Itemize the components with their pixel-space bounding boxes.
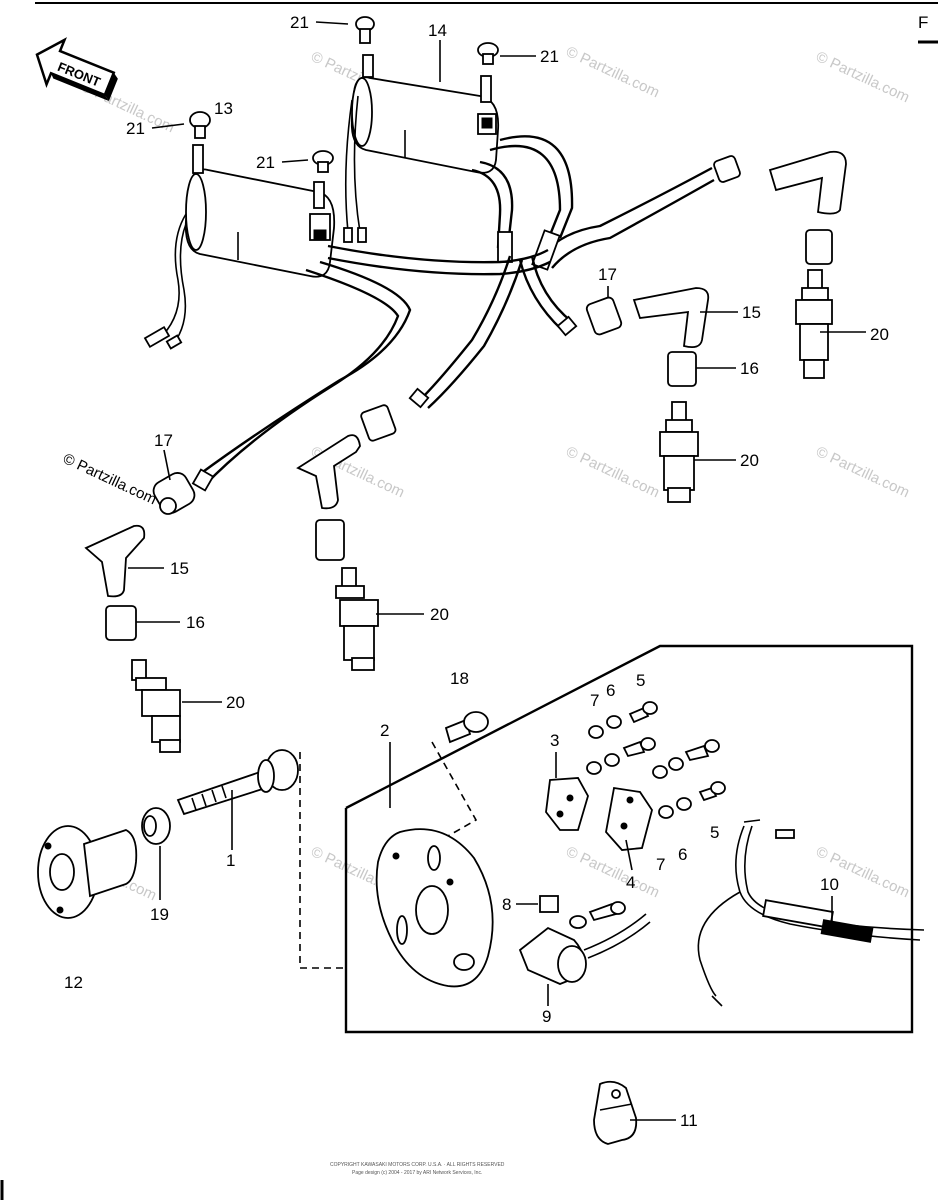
copyright-line-1: COPYRIGHT KAWASAKI MOTORS CORP. U.S.A. ·… [330, 1162, 505, 1168]
callout-13: 13 [214, 99, 233, 118]
callout-11: 11 [680, 1111, 698, 1130]
callout-3: 3 [550, 731, 559, 750]
clamp-11 [593, 1080, 638, 1145]
callout-14: 14 [428, 21, 447, 40]
washer-19 [141, 807, 171, 845]
plug-cap-middle-right [585, 287, 710, 387]
leader-lines [128, 21, 866, 1121]
watermark-text: © Partzilla.com [563, 843, 662, 901]
spark-plug-20 [659, 401, 699, 503]
felt-8 [539, 895, 559, 913]
advancer-bolt-1 [176, 749, 299, 816]
high-tension-leads [143, 95, 715, 492]
callout-21: 21 [126, 119, 145, 138]
callout-21: 21 [290, 13, 309, 32]
watermark-text: © Partzilla.com [563, 443, 662, 501]
plug-cap-17-left [152, 472, 196, 515]
callout-labels: 21 14 21 13 21 21 17 15 16 20 20 17 15 1… [64, 13, 889, 1130]
callout-5: 5 [636, 671, 645, 690]
plug-cap-center [296, 404, 397, 561]
callout-21: 21 [256, 153, 275, 172]
lead-wire-10 [697, 819, 925, 1007]
plug-cap-upper-right [713, 150, 847, 265]
plug-cap-15-left [84, 524, 146, 641]
callout-21: 21 [540, 47, 559, 66]
contact-breaker-3 [545, 777, 589, 831]
callout-17: 17 [154, 431, 173, 450]
ignition-coil-13 [184, 144, 336, 278]
ignition-coil-14 [350, 54, 500, 174]
callout-2: 2 [380, 721, 389, 740]
callout-7: 7 [656, 855, 665, 874]
callout-1: 1 [226, 851, 235, 870]
callout-8: 8 [502, 895, 511, 914]
callout-20: 20 [740, 451, 759, 470]
callout-10: 10 [820, 875, 839, 894]
callout-6: 6 [678, 845, 687, 864]
callout-19: 19 [150, 905, 169, 924]
contact-breaker-4 [605, 786, 653, 851]
watermark-text: © Partzilla.com [563, 43, 662, 101]
screws-and-washers [586, 701, 726, 819]
copyright-line-2: Page design (c) 2004 - 2017 by ARI Netwo… [352, 1170, 482, 1176]
callout-18: 18 [450, 669, 469, 688]
callout-16: 16 [186, 613, 205, 632]
spark-plug-20 [795, 269, 833, 379]
watermark-primary: © Partzilla.com [60, 450, 159, 508]
callout-12: 12 [64, 973, 83, 992]
callout-17: 17 [598, 265, 617, 284]
callout-16: 16 [740, 359, 759, 378]
callout-20: 20 [430, 605, 449, 624]
breaker-assembly-frame [344, 644, 914, 1034]
callout-9: 9 [542, 1007, 551, 1026]
screw-18 [444, 711, 489, 744]
advancer-cam-12 [37, 825, 138, 919]
callout-6: 6 [606, 681, 615, 700]
spark-plug-20 [335, 567, 379, 671]
condenser-9 [518, 901, 651, 985]
callout-20: 20 [870, 325, 889, 344]
watermark-text: © Partzilla.com [813, 48, 912, 106]
callout-7: 7 [590, 691, 599, 710]
spark-plug-20 [131, 659, 181, 753]
front-arrow: FRONT [35, 37, 118, 101]
callout-15: 15 [170, 559, 189, 578]
callout-5: 5 [710, 823, 719, 842]
breaker-base-plate-2 [375, 828, 494, 988]
watermark-text: © Partzilla.com [813, 443, 912, 501]
nut-21 [189, 16, 499, 173]
callout-4: 4 [626, 873, 635, 892]
callout-15: 15 [742, 303, 761, 322]
corner-label: F [918, 13, 928, 32]
callout-20: 20 [226, 693, 245, 712]
